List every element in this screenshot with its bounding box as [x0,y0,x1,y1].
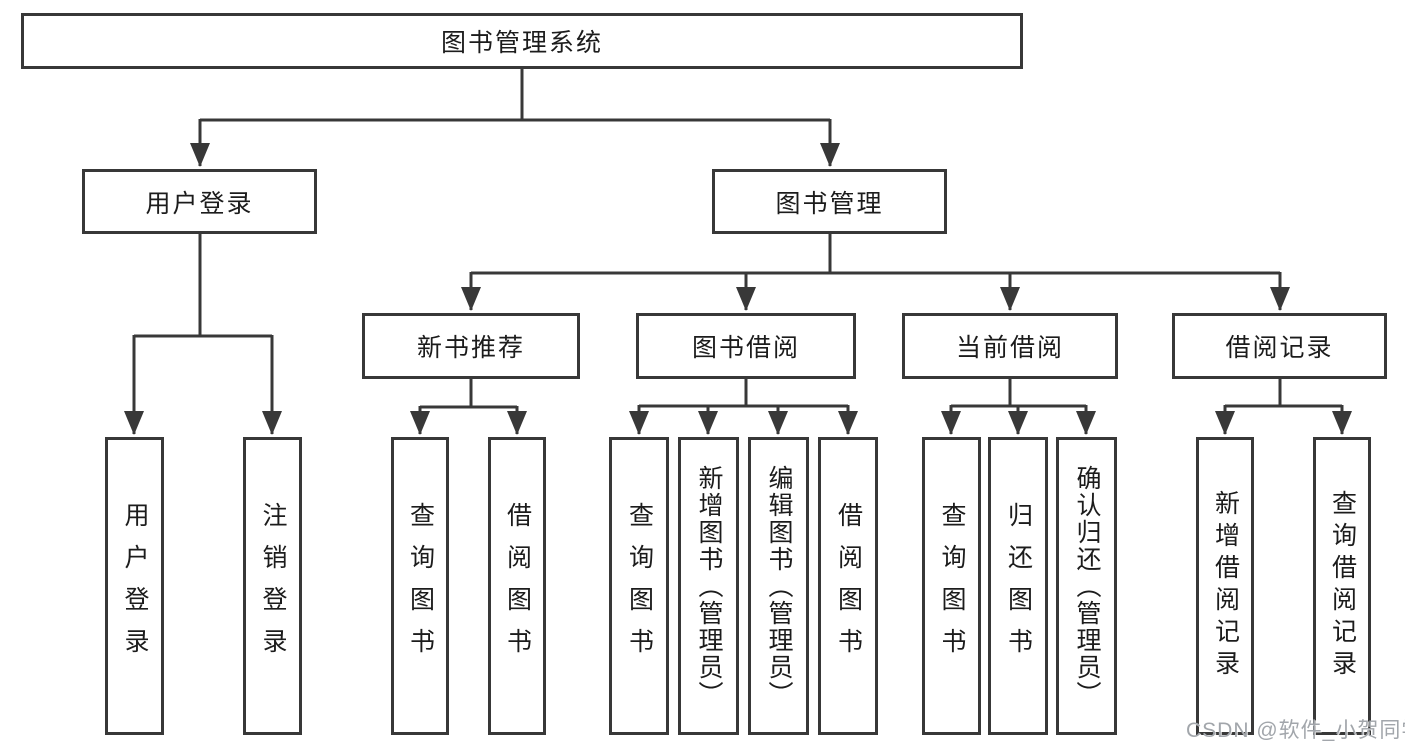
node-new-book-recommend: 新书推荐 [362,313,580,379]
edge-mgmt-bus [471,234,1280,275]
leaf-confirm-return-admin-label: 确认归还（管理员） [1073,464,1101,708]
leaf-return-books: 归还图书 [988,437,1048,735]
leaf-borrow-books: 借阅图书 [818,437,878,735]
node-current-borrow: 当前借阅 [902,313,1118,379]
node-borrow-records: 借阅记录 [1172,313,1387,379]
node-book-borrow-label: 图书借阅 [691,334,800,362]
leaf-query-books-borrow-label: 查询图书 [625,502,654,670]
node-new-book-recommend-label: 新书推荐 [416,334,525,362]
leaf-borrow-books-recommend-label: 借阅图书 [503,502,532,670]
leaf-logout-label: 注销登录 [259,502,287,670]
csdn-watermark: CSDN @软件_小贺同学 [1186,719,1405,742]
leaf-query-borrow-record-label: 查询借阅记录 [1328,490,1357,682]
leaf-borrow-books-label: 借阅图书 [834,502,863,670]
edge-root-bus [200,69,830,122]
node-borrow-records-label: 借阅记录 [1225,334,1334,362]
leaf-add-borrow-record: 新增借阅记录 [1196,437,1254,735]
leaf-query-books-current-label: 查询图书 [938,502,966,670]
leaf-logout: 注销登录 [243,437,302,735]
node-book-management: 图书管理 [712,169,947,234]
node-book-borrow: 图书借阅 [636,313,856,379]
edge-borrow-bus [639,379,848,408]
node-current-borrow-label: 当前借阅 [955,334,1064,362]
leaf-confirm-return-admin: 确认归还（管理员） [1056,437,1117,735]
leaf-user-login: 用户登录 [105,437,164,735]
node-book-management-label: 图书管理 [775,189,884,218]
leaf-query-books-current: 查询图书 [922,437,981,735]
leaf-edit-book-admin: 编辑图书（管理员） [748,437,809,735]
leaf-query-borrow-record: 查询借阅记录 [1313,437,1371,735]
node-user-login-label: 用户登录 [145,189,254,218]
leaf-query-books-recommend: 查询图书 [391,437,449,735]
edge-login-bus [134,233,272,338]
leaf-query-books-recommend-label: 查询图书 [406,502,435,670]
edge-records-bus [1225,379,1342,408]
edge-current-bus [951,379,1086,408]
edge-newbook-bus [420,379,517,409]
leaf-add-book-admin: 新增图书（管理员） [678,437,739,735]
leaf-add-borrow-record-label: 新增借阅记录 [1211,490,1240,682]
leaf-return-books-label: 归还图书 [1004,502,1033,670]
leaf-user-login-label: 用户登录 [121,502,149,670]
leaf-borrow-books-recommend: 借阅图书 [488,437,546,735]
node-root-label: 图书管理系统 [440,29,603,57]
leaf-query-books-borrow: 查询图书 [609,437,669,735]
node-user-login: 用户登录 [82,169,317,234]
leaf-add-book-admin-label: 新增图书（管理员） [695,464,723,708]
node-root-system: 图书管理系统 [21,13,1023,69]
leaf-edit-book-admin-label: 编辑图书（管理员） [765,464,793,708]
